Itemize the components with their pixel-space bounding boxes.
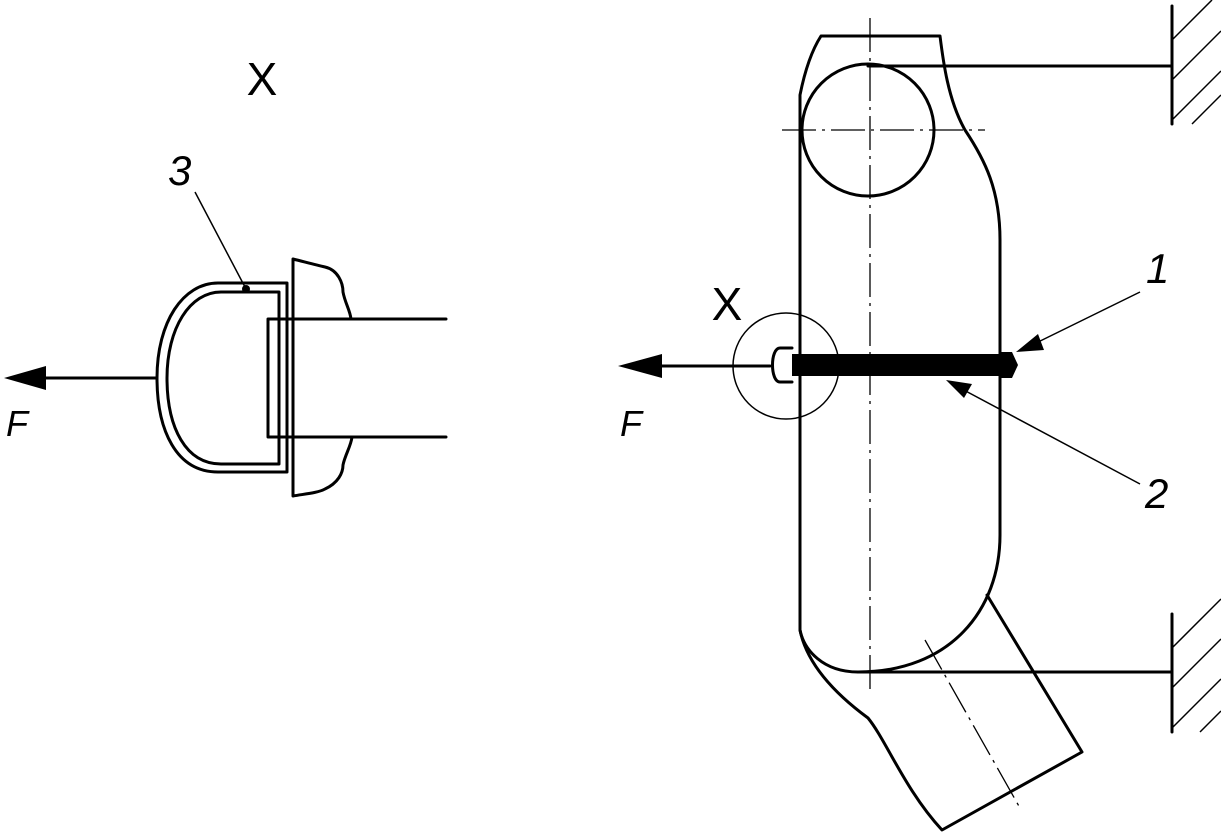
- upper-support-hatch: [1171, 0, 1221, 125]
- main-view-label: X: [712, 278, 743, 330]
- part-label-2: 2: [1144, 470, 1168, 517]
- main-view: X F 1 2: [618, 0, 1221, 832]
- detail-cap-inner: [165, 290, 281, 466]
- rod-left-cap: [771, 346, 794, 384]
- leader-line-1: [1029, 291, 1141, 347]
- leader-2-arrowhead: [946, 380, 972, 398]
- main-force-arrowhead: [618, 354, 662, 378]
- rod-part-2: [792, 354, 1002, 376]
- upper-bore: [800, 62, 936, 198]
- detail-force-label: F: [6, 403, 30, 444]
- part-label-1: 1: [1146, 245, 1169, 292]
- leader-line-3: [194, 191, 247, 290]
- detail-view: X 3 F: [4, 53, 448, 498]
- leader-1-arrowhead: [1016, 334, 1044, 352]
- lower-support-hatch: [1171, 598, 1221, 733]
- detail-pin: [266, 317, 448, 439]
- detail-view-label: X: [247, 53, 278, 105]
- detail-wall-break: [291, 257, 354, 498]
- branch-center-line: [924, 639, 1021, 809]
- leader-line-2: [959, 387, 1141, 485]
- rod-end-part-1: [1000, 352, 1018, 378]
- part-label-3: 3: [168, 147, 191, 194]
- lower-branch: [798, 593, 1084, 832]
- main-force-label: F: [620, 403, 644, 444]
- detail-force-arrowhead: [4, 366, 46, 390]
